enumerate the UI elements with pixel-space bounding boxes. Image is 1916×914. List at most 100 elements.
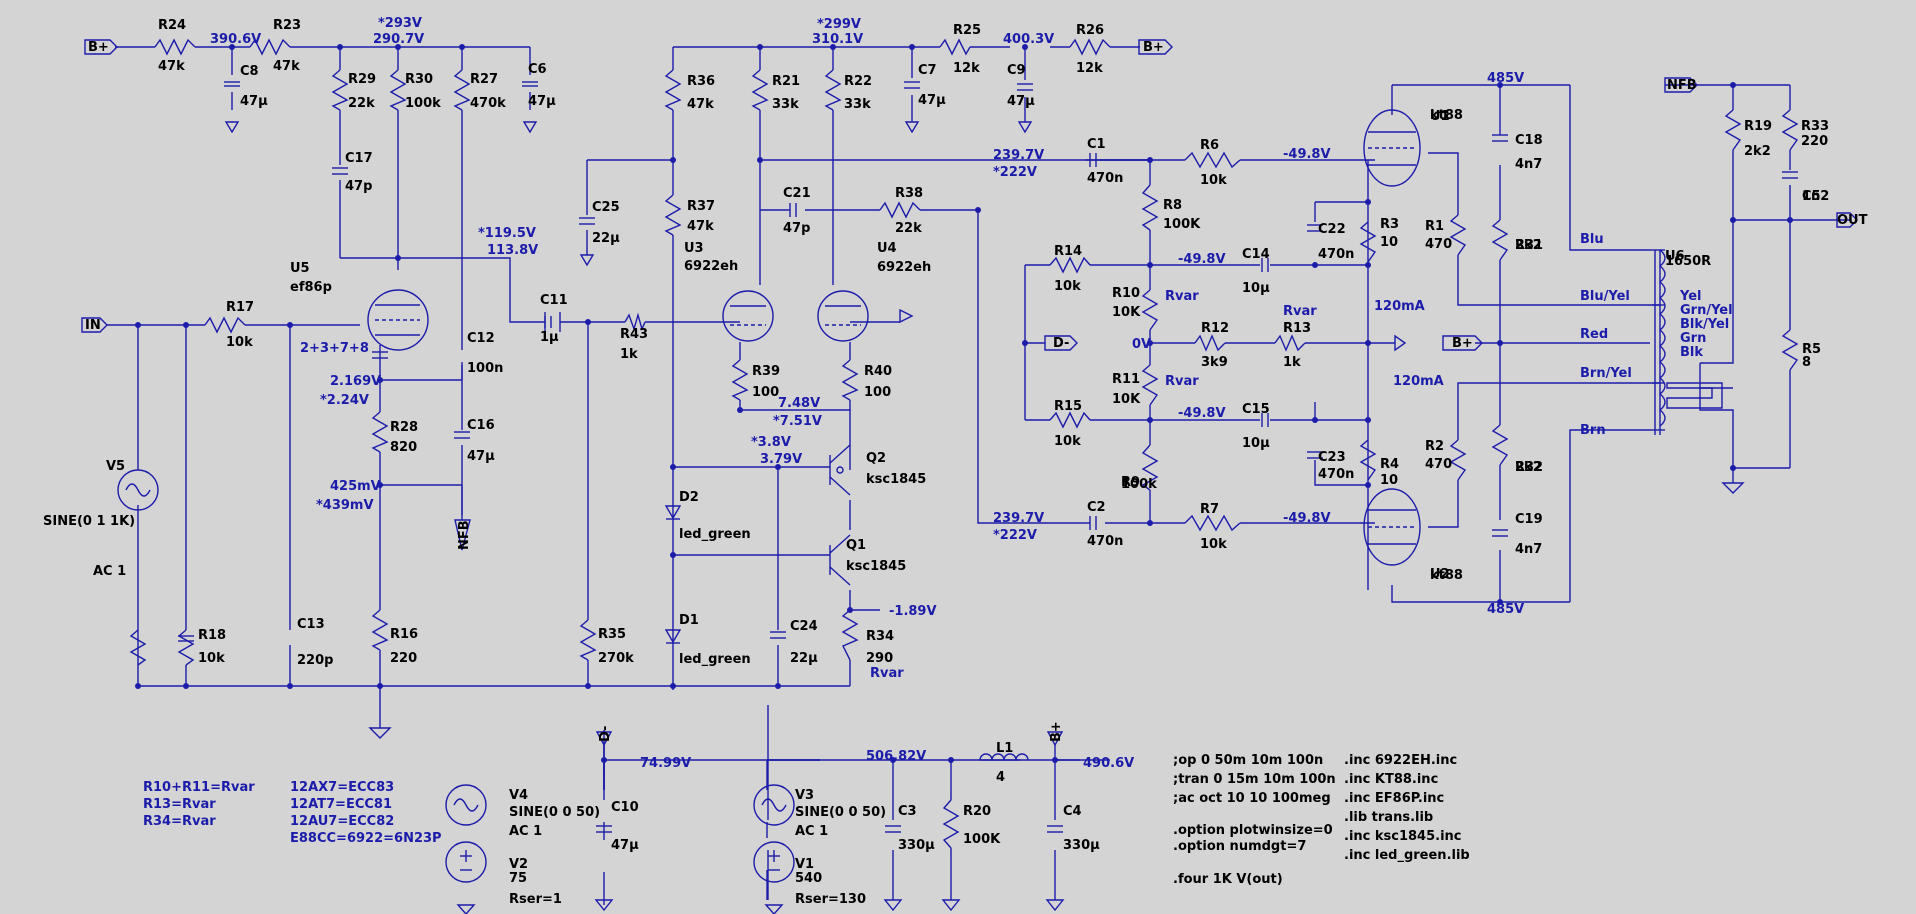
part-value-r2: 470 [1425,457,1452,472]
part-ref-r16: R16 [390,627,418,642]
v2-rser: Rser=1 [509,892,562,907]
node-voltage: -49.8V [1283,147,1331,162]
node-voltage: *3.8V [751,435,791,450]
part-ref-r29: R29 [348,72,376,87]
part-value-c12: 100n [467,361,503,376]
part-ref-u5: U5 [290,261,310,276]
part-value-u6: 1650R [1665,254,1711,269]
part-value-r35: 270k [598,651,634,666]
part-ref-r20: R20 [963,804,991,819]
transformer-tap: Brn/Yel [1580,366,1632,381]
part-ref-r26: R26 [1076,23,1104,38]
transformer-tap: Blk/Yel [1680,317,1729,332]
part-value-d1: led_green [679,652,751,667]
part-ref-r30: R30 [405,72,433,87]
part-value-v1: 540 [795,871,822,886]
node-voltage: 485V [1487,71,1524,86]
part-value-r22: 33k [844,97,871,112]
part-ref-r32: R32 [1515,460,1543,475]
v5-ac: AC 1 [93,564,126,579]
ports-text: B+ B+ B+ IN OUT NFB NFB D- D- B+ [85,40,1868,742]
part-value-c22: 470n [1318,247,1354,262]
part-ref-q1: Q1 [846,538,866,553]
part-value-r15: 10k [1054,434,1081,449]
port-nfb: NFB [1667,78,1697,93]
part-value-r16: 220 [390,651,417,666]
part-ref-r35: R35 [598,627,626,642]
port-bplus-bottom: B+ [1049,721,1064,742]
note-rvar: R13=Rvar [143,797,216,812]
part-value-r39: 100 [752,385,779,400]
port-bplus-left: B+ [88,40,109,55]
rvar-label-2: Rvar [1165,374,1199,389]
part-ref-v2: V2 [509,857,528,872]
part-labels: R2447kR2347kC847µR2922kR30100kR27470kC64… [158,18,1829,886]
transformer-tap: Brn [1580,423,1606,438]
part-ref-v3: V3 [795,788,814,803]
part-value-r10: 10K [1112,305,1141,320]
part-ref-c21: C21 [783,186,811,201]
part-value-u5: ef86p [290,280,332,295]
part-value-r18: 10k [198,651,225,666]
part-value-c1: 470n [1087,171,1123,186]
part-ref-q2: Q2 [866,451,886,466]
node-voltage: 290.7V [373,32,424,47]
part-ref-c1: C1 [1087,137,1106,152]
part-ref-c13: C13 [297,617,325,632]
v1-rser: Rser=130 [795,892,866,907]
part-value-c24: 22µ [790,651,818,666]
node-voltage: *119.5V [478,226,536,241]
part-ref-c19: C19 [1515,512,1543,527]
note-tube-equivalent: 12AU7=ECC82 [290,814,394,829]
node-voltage: *2.24V [320,393,369,408]
part-value-r26: 12k [1076,61,1103,76]
part-value-c7: 47µ [918,93,946,108]
note-tube-equivalent: 12AX7=ECC83 [290,780,394,795]
transformer-tap: Yel [1679,289,1702,304]
part-value-v4: SINE(0 0 50) [509,805,600,820]
node-voltage: *439mV [316,498,374,513]
part-value-u4: 6922eh [877,260,931,275]
note-tube-equivalent: 12AT7=ECC81 [290,797,392,812]
part-ref-r39: R39 [752,364,780,379]
node-voltage: 120mA [1374,299,1425,314]
part-ref-c18: C18 [1515,133,1543,148]
rvar-label-4: Rvar [870,666,904,681]
part-ref-r12: R12 [1201,321,1229,336]
part-value-c25: 22µ [592,231,620,246]
node-voltage: 7.48V [778,396,820,411]
part-value-c15: 10µ [1242,436,1270,451]
node-voltage: 239.7V [993,511,1044,526]
transformer-tap: Blk [1680,345,1703,360]
part-value-c10: 47µ [611,838,639,853]
part-value-r28: 820 [390,440,417,455]
part-value-c8: 47µ [240,94,268,109]
port-out: OUT [1837,213,1868,228]
misc-labels: V5 SINE(0 1 1K) AC 1 2+3+7+8 Rvar Rvar R… [43,289,1317,907]
part-ref-r37: R37 [687,199,715,214]
transformer-taps: BluBlu/YelRedBrn/YelBrnYelGrn/YelBlk/Yel… [1580,232,1733,438]
spice-directive: ;op 0 50m 10m 100n [1173,753,1323,768]
part-value-r3: 10 [1380,235,1398,250]
transformer-tap: Red [1580,327,1608,342]
part-ref-r19: R19 [1744,119,1772,134]
part-value-r11: 10K [1112,392,1141,407]
part-ref-r14: R14 [1054,244,1082,259]
part-ref-r13: R13 [1283,321,1311,336]
node-voltage: 400.3V [1003,32,1054,47]
part-ref-r23: R23 [273,18,301,33]
part-ref-r27: R27 [470,72,498,87]
spice-include: .inc led_green.lib [1344,848,1470,863]
part-value-r31: 2k2 [1515,238,1542,253]
part-ref-r18: R18 [198,628,226,643]
part-ref-c22: C22 [1318,222,1346,237]
node-voltage: 425mV [330,479,381,494]
part-value-c17: 47p [345,179,372,194]
part-value-r32: 2k2 [1515,460,1542,475]
part-value-r7: 10k [1200,537,1227,552]
part-value-r17: 10k [226,335,253,350]
part-value-c23: 470n [1318,467,1354,482]
part-ref-r33: R33 [1801,119,1829,134]
node-voltage: 2.169V [330,374,381,389]
